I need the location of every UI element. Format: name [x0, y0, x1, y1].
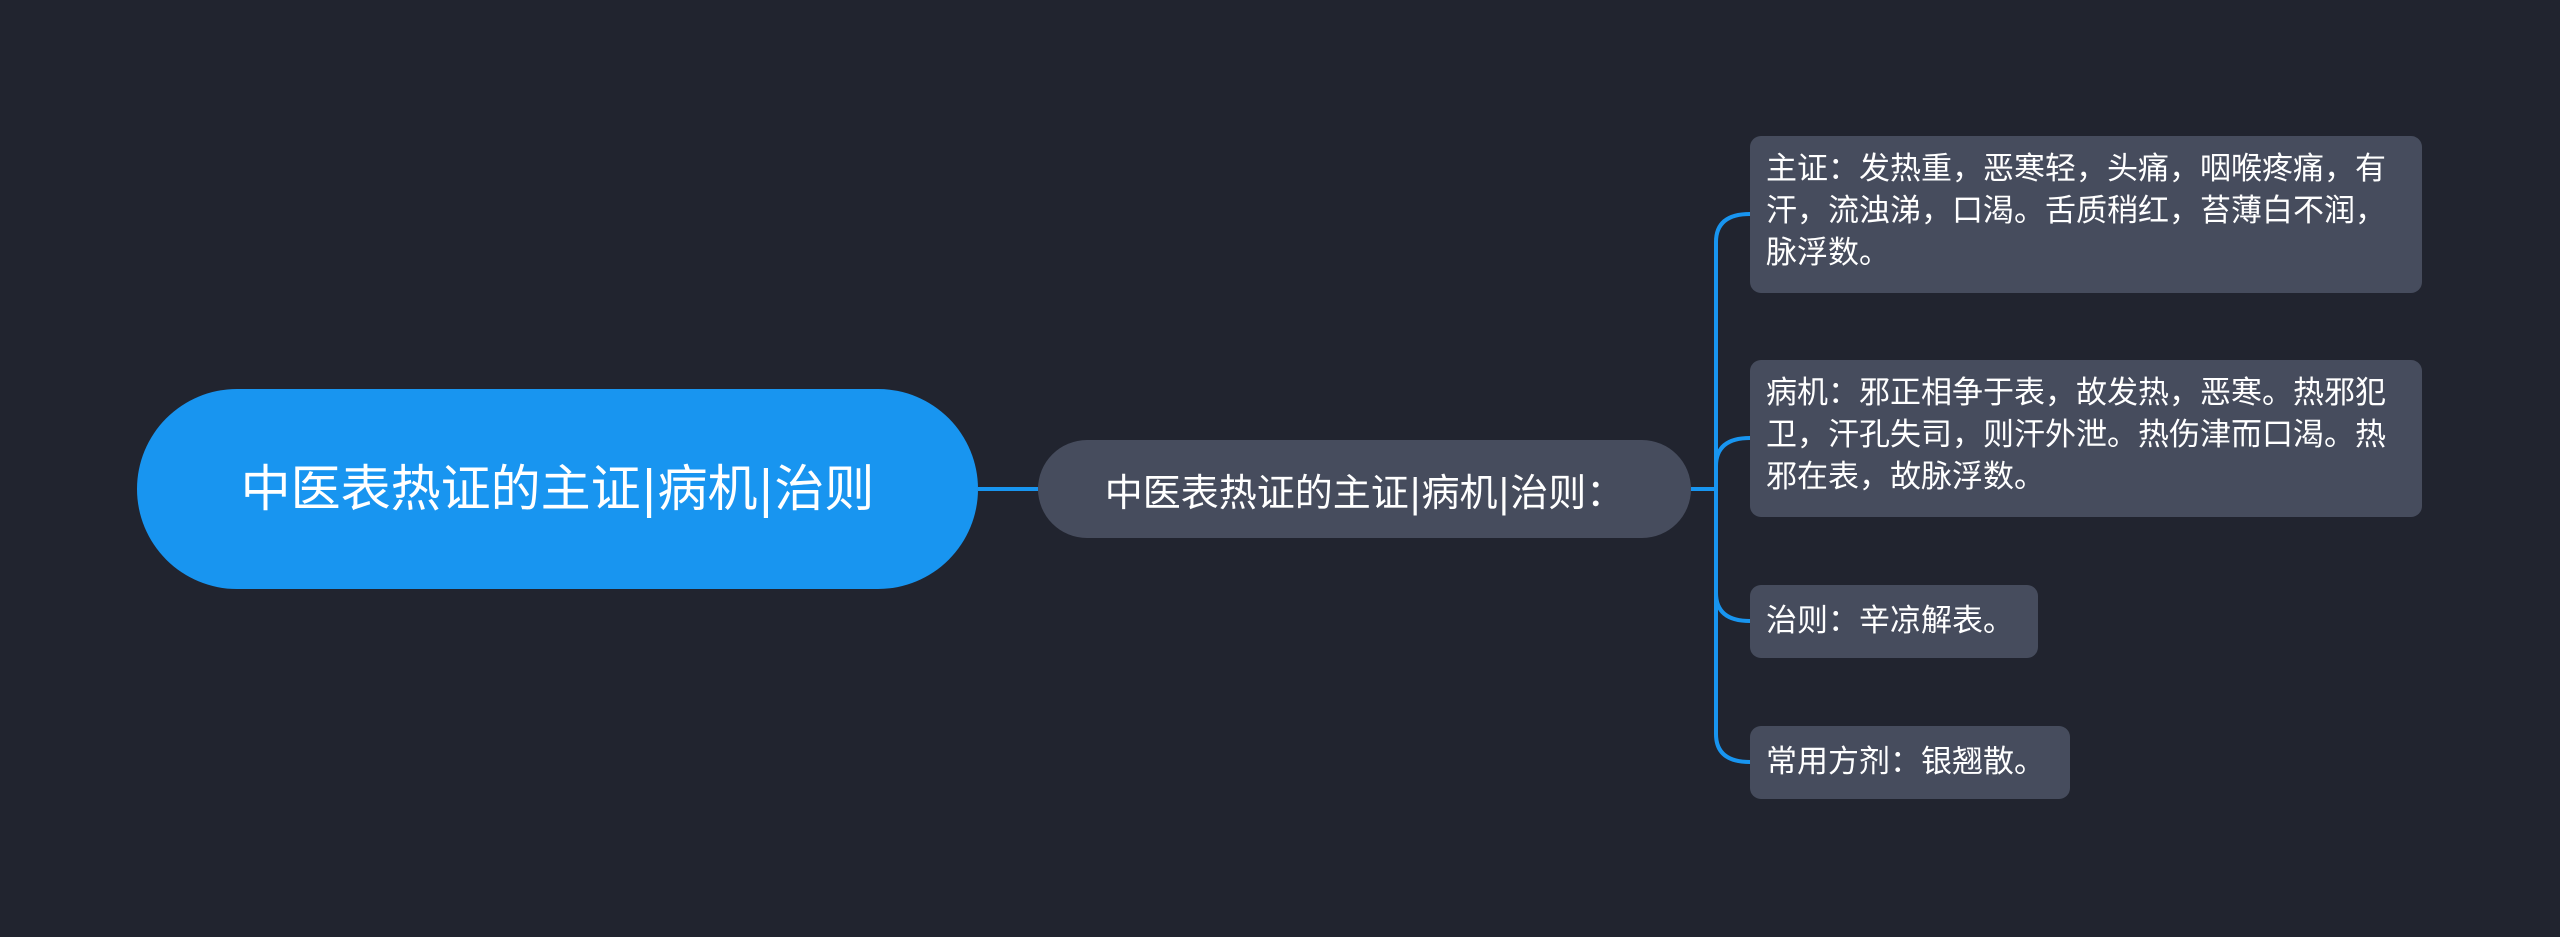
branch-node[interactable]: 中医表热证的主证|病机|治则：	[1038, 440, 1691, 538]
connector-to-leaf-1	[1714, 212, 1751, 489]
leaf-node-pathogenesis[interactable]: 病机：邪正相争于表，故发热，恶寒。热邪犯卫，汗孔失司，则汗外泄。热伤津而口渴。热…	[1750, 360, 2422, 517]
leaf-node-common-formula[interactable]: 常用方剂：银翘散。	[1750, 726, 2070, 799]
leaf-node-label: 常用方剂：银翘散。	[1766, 744, 2045, 780]
connector-to-leaf-4	[1714, 489, 1751, 764]
leaf-node-treatment-principle[interactable]: 治则：辛凉解表。	[1750, 585, 2038, 658]
connector-to-leaf-3	[1714, 489, 1751, 623]
branch-node-label: 中医表热证的主证|病机|治则：	[1104, 470, 1625, 515]
leaf-node-label: 病机：邪正相争于表，故发热，恶寒。热邪犯卫，汗孔失司，则汗外泄。热伤津而口渴。热…	[1766, 375, 2386, 495]
leaf-node-label: 主证：发热重，恶寒轻，头痛，咽喉疼痛，有汗，流浊涕，口渴。舌质稍红，苔薄白不润，…	[1766, 151, 2386, 271]
connector-to-leaf-2	[1714, 436, 1751, 489]
leaf-node-main-symptoms[interactable]: 主证：发热重，恶寒轻，头痛，咽喉疼痛，有汗，流浊涕，口渴。舌质稍红，苔薄白不润，…	[1750, 136, 2422, 293]
root-node[interactable]: 中医表热证的主证|病机|治则	[137, 389, 978, 589]
root-node-label: 中医表热证的主证|病机|治则	[240, 460, 875, 518]
leaf-node-label: 治则：辛凉解表。	[1766, 603, 2014, 639]
